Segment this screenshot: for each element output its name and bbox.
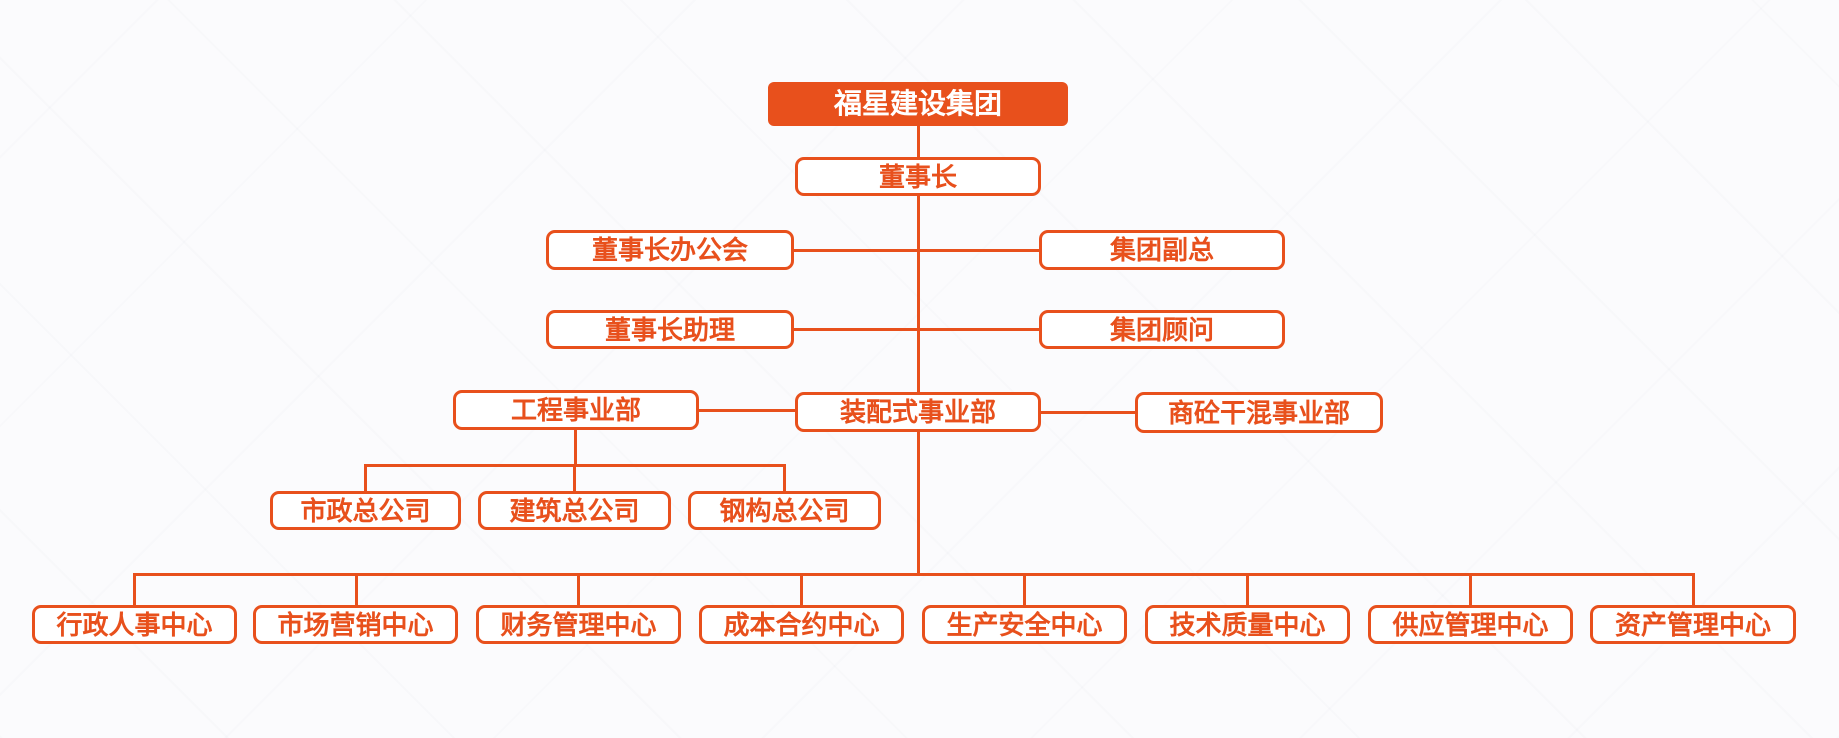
org-node-prefab-division[interactable]: 装配式事业部 (795, 392, 1041, 432)
org-node-label: 建筑总公司 (509, 495, 640, 526)
org-node-group-consultant[interactable]: 集团顾问 (1039, 310, 1285, 349)
org-node-label: 董事长办公会 (591, 235, 748, 265)
org-node-construction-company[interactable]: 建筑总公司 (478, 491, 671, 530)
connector-root-to-chairman (917, 126, 920, 157)
org-node-concrete-division[interactable]: 商砼干混事业部 (1135, 392, 1383, 433)
org-node-label: 财务管理中心 (500, 609, 657, 640)
org-node-label: 董事长助理 (604, 314, 735, 345)
org-node-label: 集团顾问 (1109, 314, 1214, 345)
org-node-chairman[interactable]: 董事长 (795, 157, 1041, 196)
connector-engineering-prefab (699, 409, 795, 412)
org-node-label: 供应管理中心 (1392, 609, 1549, 640)
connector-prefab-concrete (1041, 411, 1135, 414)
org-node-label: 董事长 (878, 161, 957, 192)
org-node-center-tech-quality[interactable]: 技术质量中心 (1145, 605, 1350, 644)
org-node-label: 生产安全中心 (946, 609, 1103, 640)
org-node-steel-structure-company[interactable]: 钢构总公司 (688, 491, 881, 530)
org-node-label: 钢构总公司 (719, 495, 850, 526)
connector-office-vice (794, 249, 1039, 252)
org-node-chairman-office[interactable]: 董事长办公会 (546, 230, 794, 270)
org-node-center-marketing[interactable]: 市场营销中心 (253, 605, 458, 644)
connector-main-spine (917, 196, 920, 575)
org-node-label: 商砼干混事业部 (1167, 397, 1350, 428)
org-node-center-finance[interactable]: 财务管理中心 (476, 605, 681, 644)
org-node-center-assets[interactable]: 资产管理中心 (1590, 605, 1796, 644)
org-node-label: 行政人事中心 (56, 609, 213, 640)
org-node-label: 市场营销中心 (277, 609, 434, 640)
org-node-center-admin-hr[interactable]: 行政人事中心 (32, 605, 237, 644)
org-node-label: 成本合约中心 (723, 609, 880, 640)
connector-centers-bus (133, 573, 1695, 576)
connector-company-drop-1 (364, 464, 367, 491)
org-node-center-cost-contract[interactable]: 成本合约中心 (699, 605, 904, 644)
org-node-label: 福星建设集团 (833, 88, 1002, 119)
org-node-group-vice-president[interactable]: 集团副总 (1039, 230, 1285, 270)
org-node-group-root[interactable]: 福星建设集团 (768, 82, 1068, 126)
connector-center-drop-6 (1246, 573, 1249, 605)
org-node-center-supply[interactable]: 供应管理中心 (1368, 605, 1573, 644)
org-node-label: 装配式事业部 (839, 397, 996, 427)
connector-center-drop-8 (1692, 573, 1695, 605)
org-node-municipal-company[interactable]: 市政总公司 (270, 491, 461, 530)
connector-center-drop-3 (577, 573, 580, 605)
org-node-chairman-assistant[interactable]: 董事长助理 (546, 310, 794, 349)
org-node-label: 工程事业部 (510, 395, 641, 425)
connector-center-drop-1 (133, 573, 136, 605)
connector-engineering-drop (574, 430, 577, 467)
connector-company-drop-2 (573, 464, 576, 491)
connector-assistant-consultant (794, 328, 1039, 331)
org-node-engineering-division[interactable]: 工程事业部 (453, 390, 699, 430)
connector-center-drop-5 (1023, 573, 1026, 605)
org-node-center-production-safety[interactable]: 生产安全中心 (922, 605, 1127, 644)
org-node-label: 技术质量中心 (1169, 609, 1326, 640)
connector-company-drop-3 (783, 464, 786, 491)
org-node-label: 市政总公司 (300, 495, 431, 526)
connector-center-drop-4 (800, 573, 803, 605)
org-node-label: 资产管理中心 (1614, 609, 1771, 640)
connector-center-drop-2 (355, 573, 358, 605)
org-node-label: 集团副总 (1109, 235, 1214, 265)
connector-center-drop-7 (1469, 573, 1472, 605)
